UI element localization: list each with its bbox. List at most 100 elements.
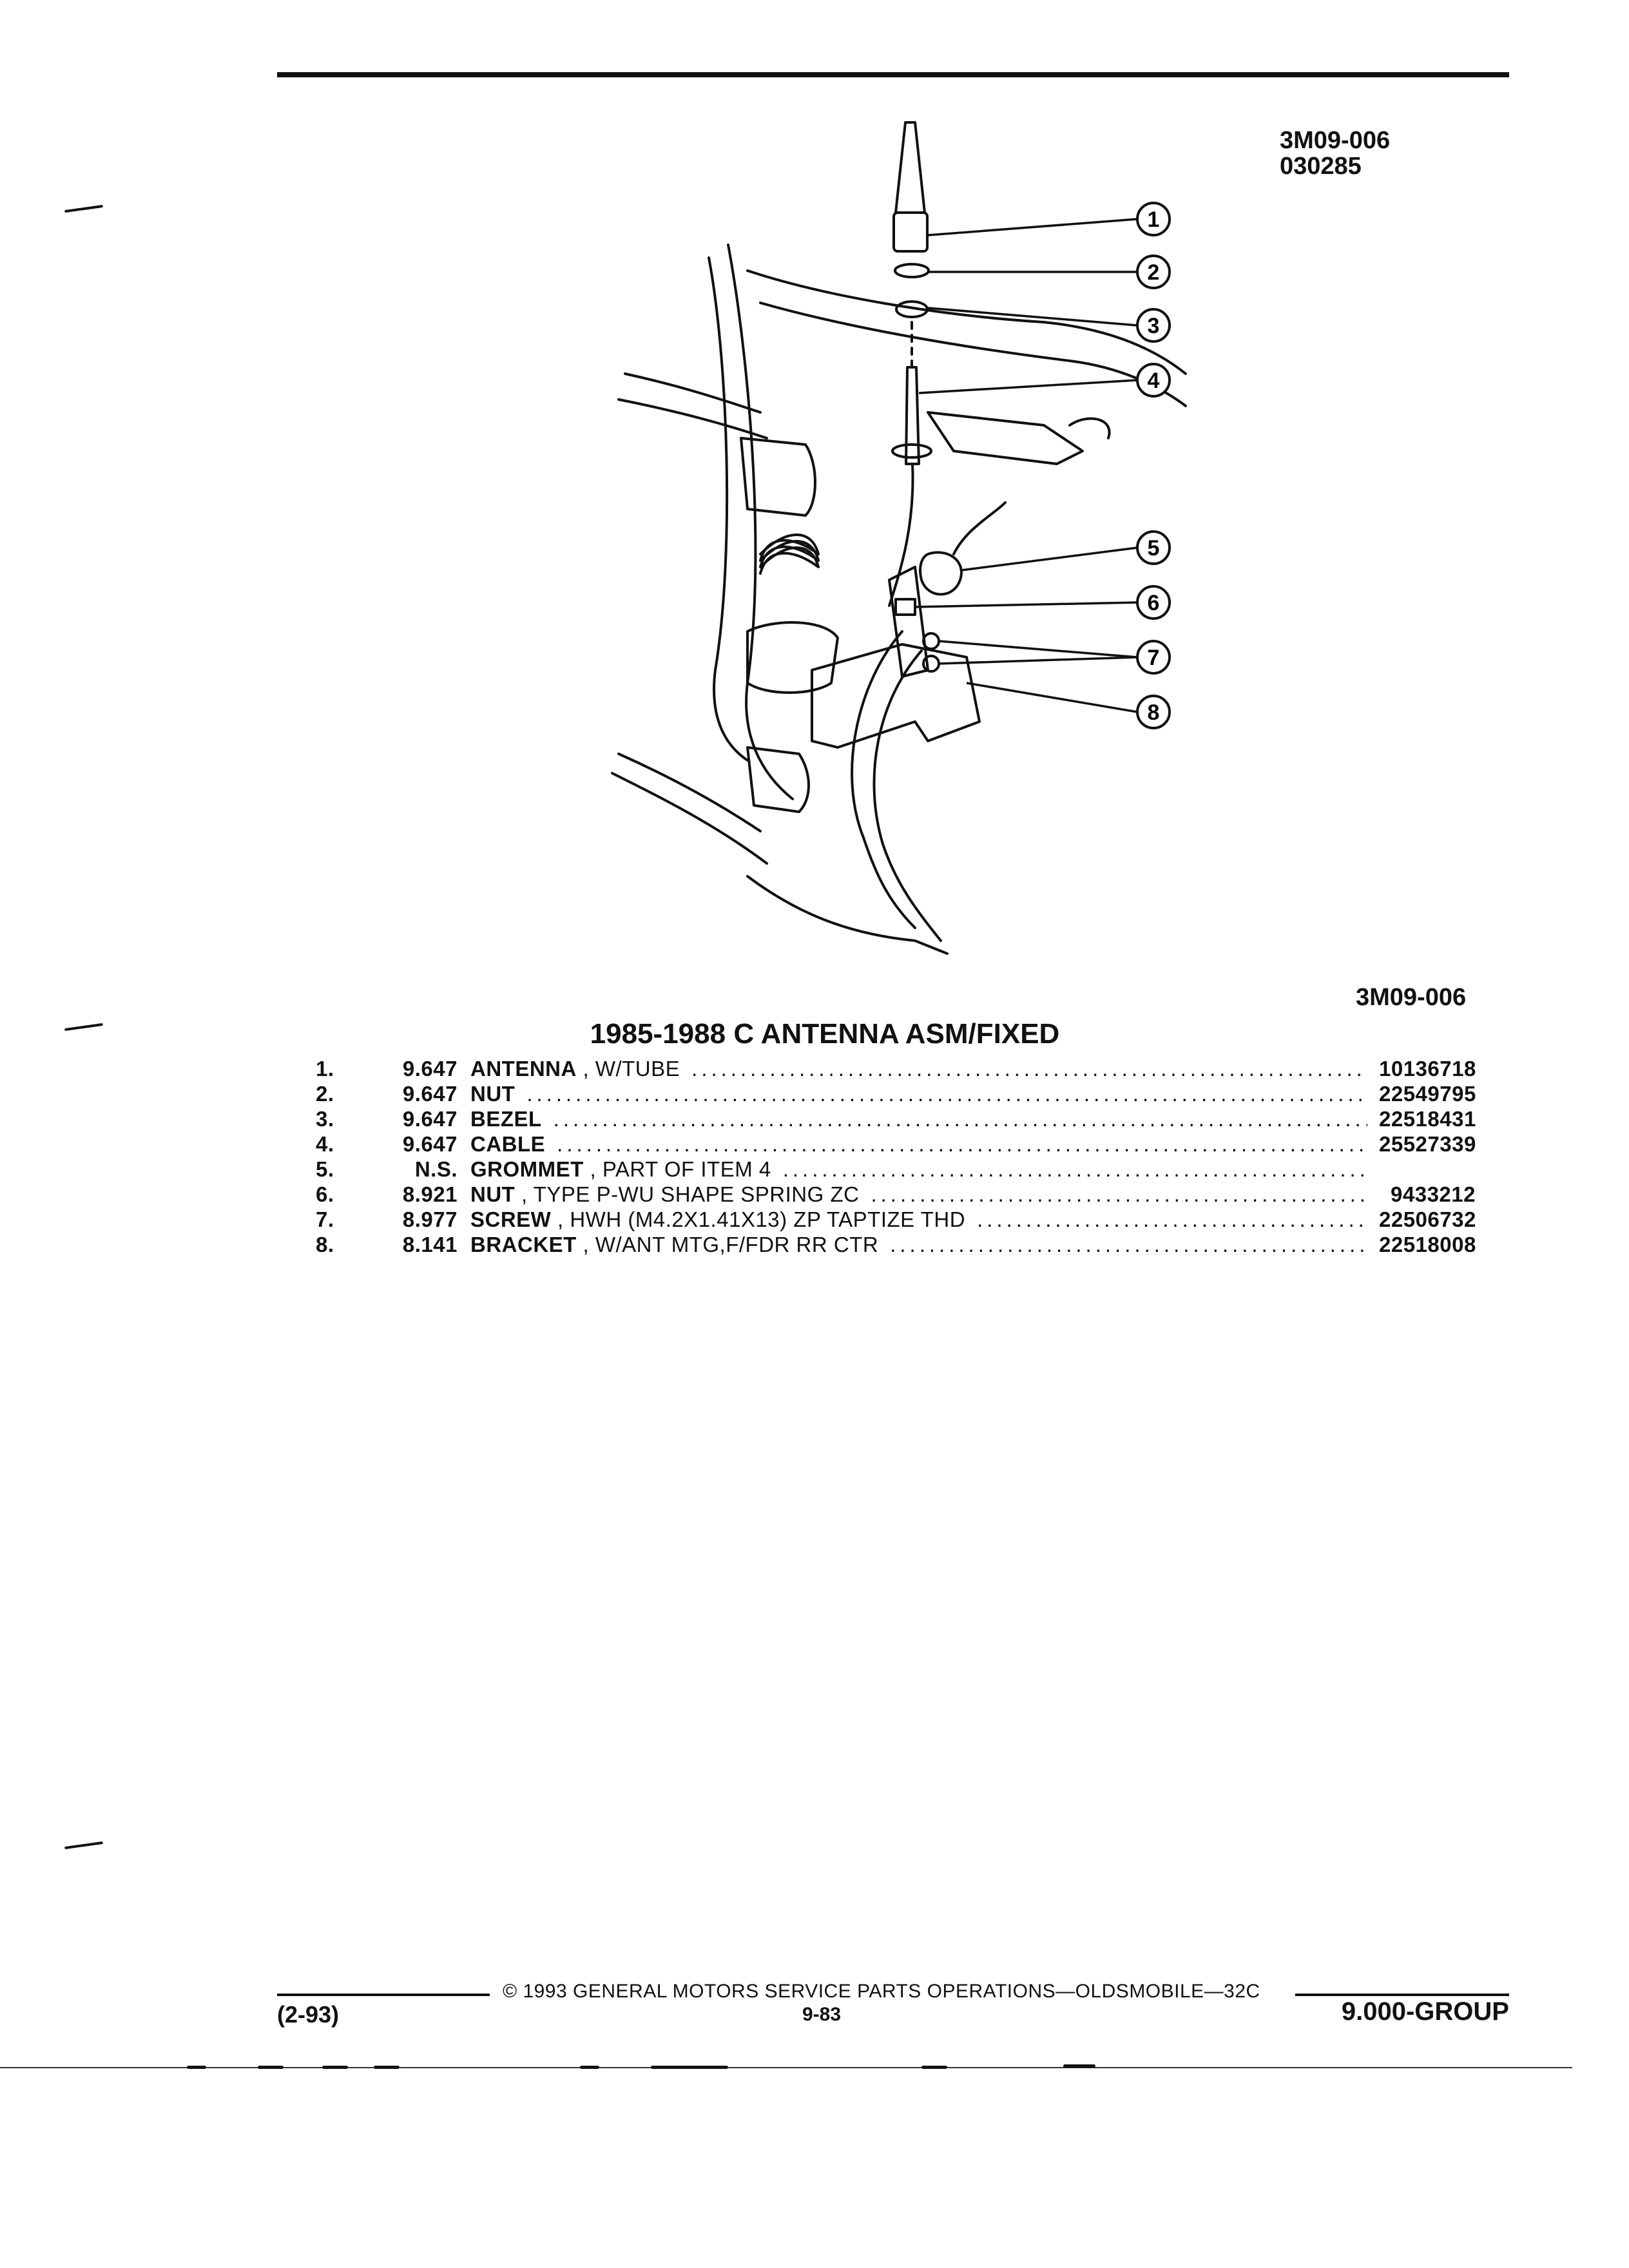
- leader-dots: [557, 1132, 1367, 1157]
- scan-dash: [921, 2066, 947, 2069]
- item-group: 8.977: [402, 1207, 458, 1231]
- callout-8: 8: [1136, 695, 1171, 729]
- item-number: 8.: [316, 1233, 334, 1256]
- coil-spring: [759, 533, 820, 575]
- screw-lower: [922, 655, 940, 673]
- part-number: 10136718: [1379, 1057, 1476, 1081]
- antenna-mount-hole: [891, 443, 932, 459]
- figure-code-top: 3M09-006: [1280, 127, 1391, 154]
- item-number: 3.: [316, 1107, 334, 1131]
- antenna-nut: [894, 263, 930, 278]
- svg-text:8: 8: [1148, 700, 1160, 725]
- parts-row: 8. 8.141 BRACKET , W/ANT MTG,F/FDR RR CT…: [316, 1233, 1476, 1258]
- margin-mark: [64, 1841, 103, 1850]
- item-group: 8.921: [402, 1182, 458, 1206]
- scan-dash: [374, 2066, 400, 2069]
- callout-2: 2: [1136, 255, 1171, 289]
- parts-row: 7. 8.977 SCREW , HWH (M4.2X1.41X13) ZP T…: [316, 1207, 1476, 1233]
- footer-rule-right: [1295, 1994, 1509, 1996]
- parts-row: 3. 9.647 BEZEL 22518431: [316, 1107, 1476, 1132]
- fender-crease-2: [617, 398, 768, 439]
- screw-upper: [922, 632, 940, 650]
- callout-5: 5: [1136, 530, 1171, 565]
- item-number: 6.: [316, 1182, 334, 1206]
- item-group: N.S.: [414, 1157, 458, 1181]
- margin-mark: [64, 204, 103, 213]
- item-description: , W/TUBE: [576, 1057, 680, 1081]
- item-number: 4.: [316, 1132, 334, 1156]
- svg-text:1: 1: [1148, 207, 1160, 232]
- scan-dash: [258, 2066, 284, 2069]
- leader-4: [918, 379, 1138, 394]
- antenna-tube: [892, 211, 929, 253]
- parts-row: 4. 9.647 CABLE 25527339: [316, 1132, 1476, 1157]
- item-description: , HWH (M4.2X1.41X13) ZP TAPTIZE THD: [551, 1207, 966, 1231]
- panel-bottom: [746, 875, 949, 955]
- item-number: 7.: [316, 1207, 334, 1231]
- svg-text:4: 4: [1148, 369, 1160, 393]
- header-rule: [277, 72, 1509, 77]
- item-group: 9.647: [402, 1132, 458, 1156]
- fender-crease: [624, 372, 762, 414]
- item-number: 2.: [316, 1082, 334, 1106]
- figure-date-code: 030285: [1280, 153, 1362, 180]
- callout-6: 6: [1136, 585, 1171, 620]
- parts-row: 5. N.S. GROMMET , PART OF ITEM 4: [316, 1157, 1476, 1182]
- revision-date: (2-93): [277, 2001, 340, 2028]
- leader-7a: [938, 640, 1138, 658]
- fender-top-panel: [746, 269, 1187, 375]
- grommet-wire: [952, 501, 1007, 555]
- page-number: 9-83: [802, 2004, 842, 2025]
- item-name: NUT: [470, 1182, 516, 1206]
- leader-dots: [526, 1082, 1367, 1106]
- parts-list: 1. 9.647 ANTENNA , W/TUBE 10136718 2. 9.…: [316, 1057, 1476, 1258]
- item-name: BRACKET: [470, 1233, 577, 1256]
- item-description: , PART OF ITEM 4: [583, 1157, 771, 1181]
- item-name: SCREW: [470, 1207, 552, 1231]
- antenna-cable-body: [905, 366, 920, 465]
- item-group: 9.647: [402, 1107, 458, 1131]
- wheelhouse-edge: [851, 630, 916, 929]
- parts-row: 2. 9.647 NUT 22549795: [316, 1082, 1476, 1107]
- copyright-line: © 1993 GENERAL MOTORS SERVICE PARTS OPER…: [503, 1981, 1260, 2002]
- section-title: 1985-1988 C ANTENNA ASM/FIXED: [590, 1018, 1060, 1050]
- leader-5: [961, 546, 1138, 572]
- item-name: GROMMET: [470, 1157, 584, 1181]
- latch-pocket-lower: [746, 746, 810, 813]
- part-number: 25527339: [1379, 1132, 1476, 1156]
- parts-row: 1. 9.647 ANTENNA , W/TUBE 10136718: [316, 1057, 1476, 1082]
- leader-dots: [890, 1233, 1367, 1257]
- callout-markers: 1 2 3 4 5 6 7 8: [1136, 202, 1171, 729]
- leader-dots: [783, 1157, 1367, 1182]
- callout-3: 3: [1136, 308, 1171, 343]
- latch-pocket-upper: [740, 437, 816, 517]
- fender-lower-line: [611, 772, 768, 865]
- leader-6: [914, 601, 1138, 608]
- callout-1: 1: [1136, 202, 1171, 236]
- fender-lower-line-2: [617, 753, 762, 832]
- item-name: NUT: [470, 1082, 516, 1106]
- grommet: [919, 551, 963, 596]
- item-number: 1.: [316, 1057, 334, 1081]
- svg-text:2: 2: [1148, 260, 1160, 285]
- margin-mark: [64, 1023, 103, 1032]
- footer-rule-left: [277, 1994, 490, 1996]
- wheelhouse-edge-2: [872, 649, 942, 942]
- scan-edge-line: [0, 2067, 1572, 2068]
- svg-text:7: 7: [1148, 646, 1160, 670]
- scan-dash: [187, 2066, 206, 2069]
- part-number: 9433212: [1391, 1182, 1476, 1206]
- part-number: 22518431: [1379, 1107, 1476, 1131]
- leader-8: [966, 682, 1138, 713]
- item-description: , W/ANT MTG,F/FDR RR CTR: [576, 1233, 879, 1256]
- svg-text:5: 5: [1148, 536, 1160, 561]
- fender-contour: [708, 256, 749, 762]
- scan-dash: [580, 2066, 599, 2069]
- item-group: 9.647: [402, 1057, 458, 1081]
- leader-1: [927, 218, 1138, 236]
- item-group: 9.647: [402, 1082, 458, 1106]
- leader-dots: [554, 1107, 1367, 1131]
- parts-row: 6. 8.921 NUT , TYPE P-WU SHAPE SPRING ZC…: [316, 1182, 1476, 1207]
- item-name: CABLE: [470, 1132, 546, 1156]
- leader-dots: [691, 1057, 1367, 1081]
